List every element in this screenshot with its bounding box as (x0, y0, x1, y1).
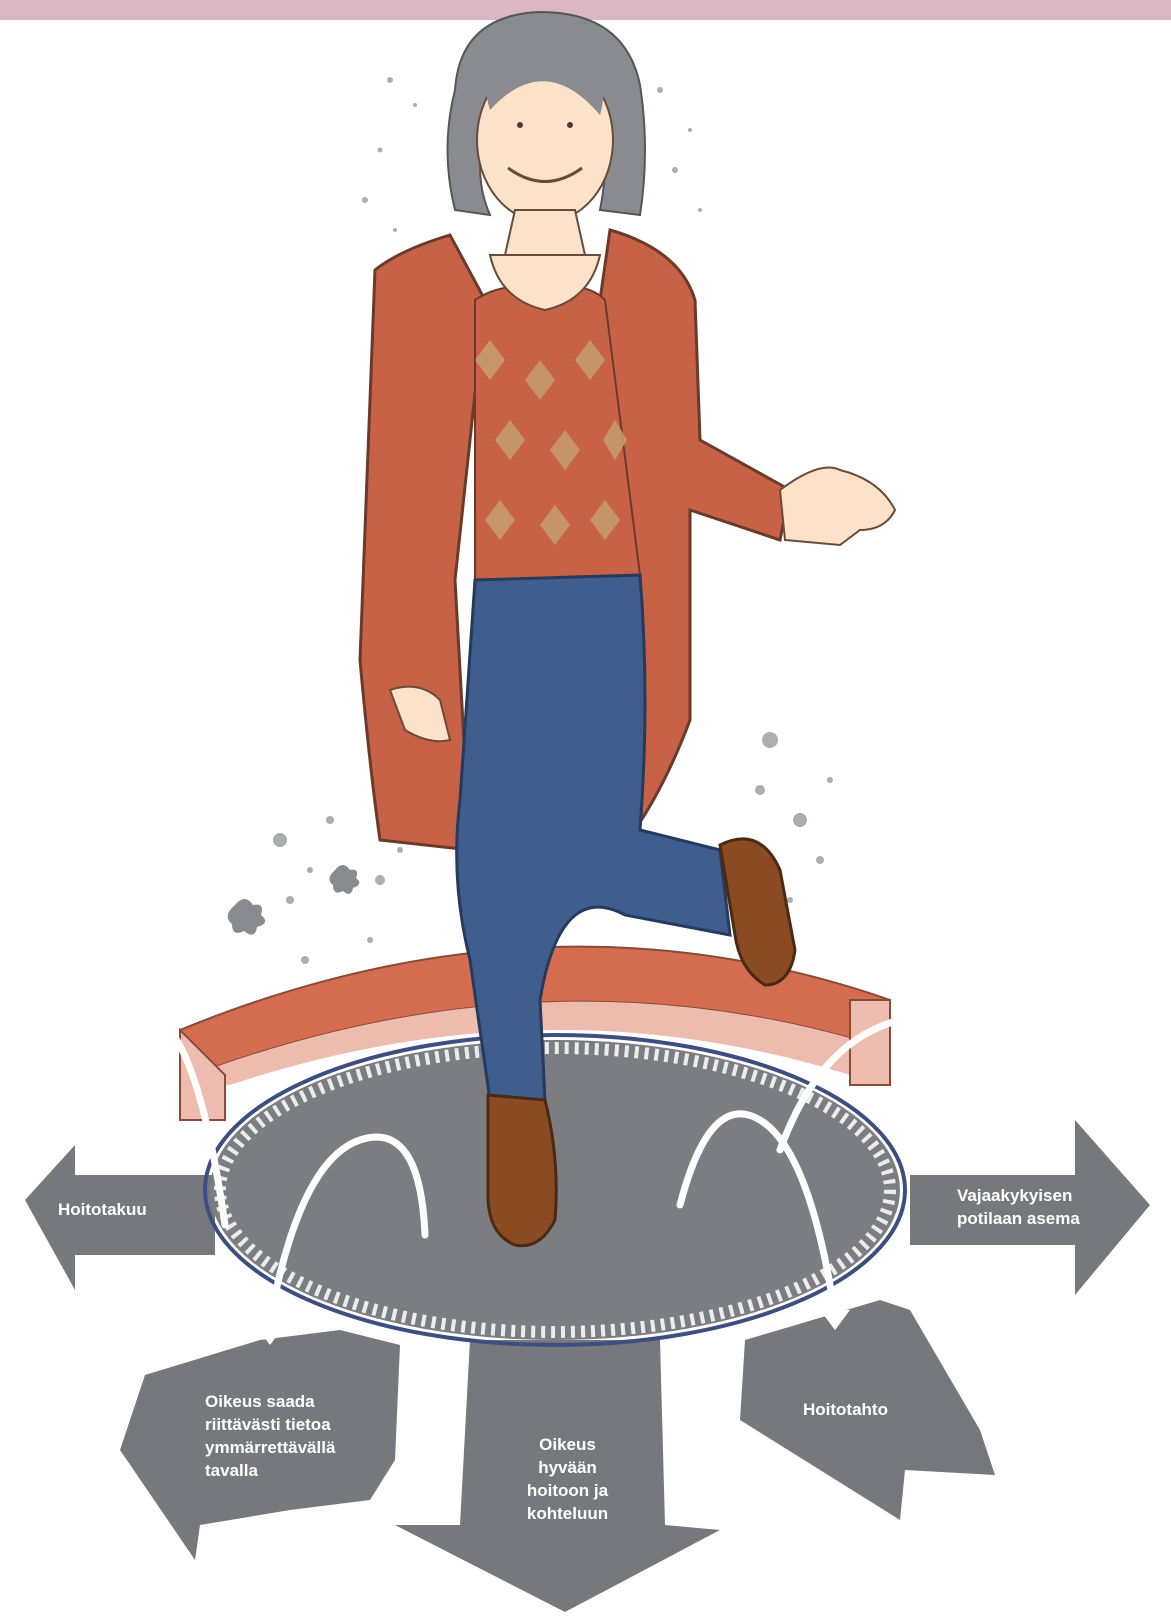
label-oikeus-saada-tietoa: Oikeus saada riittävästi tietoa ymmärret… (205, 1390, 335, 1482)
splatter-blot (228, 899, 266, 935)
label-vajaakykyisen-potilaan-asema: Vajaakykyisen potilaan asema (957, 1184, 1080, 1230)
label-hoitotakuu: Hoitotakuu (58, 1198, 147, 1221)
right-hand (780, 468, 895, 546)
label-hoitotahto: Hoitotahto (803, 1398, 888, 1421)
label-oikeus-hyvaan-hoitoon: Oikeus hyvään hoitoon ja kohteluun (505, 1433, 630, 1525)
shoe (488, 1095, 556, 1246)
splatter-blot (329, 865, 359, 894)
